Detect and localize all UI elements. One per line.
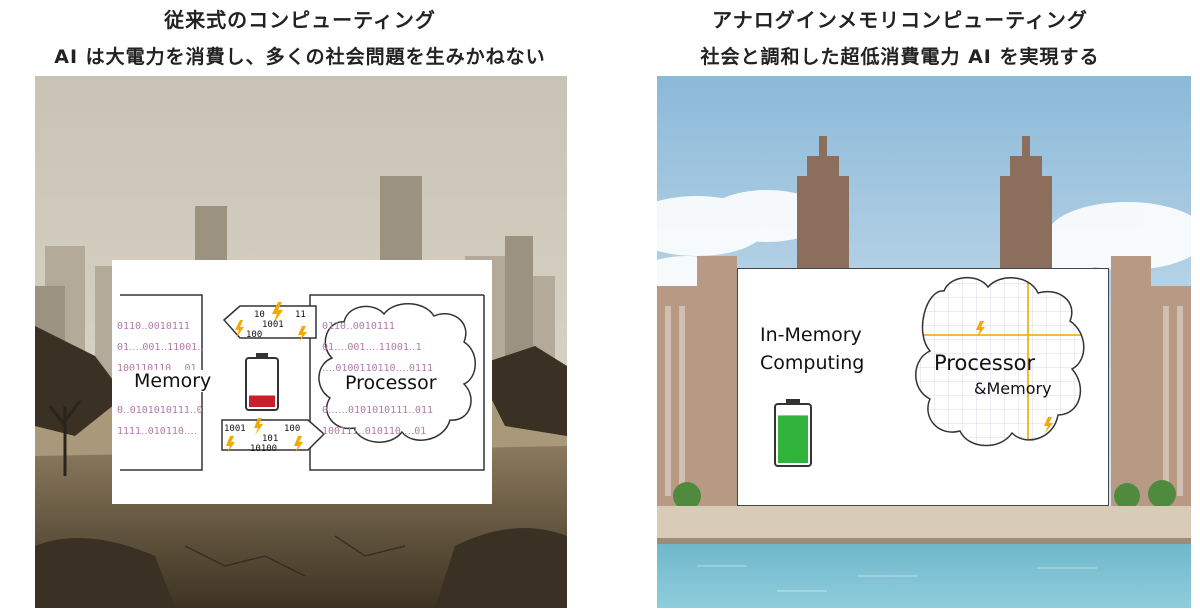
packet-bits: 11 [295,310,306,320]
battery-level-fill [249,395,275,407]
left-heading-line2: AI は大電力を消費し、多くの社会問題を生みかねない [54,46,546,68]
left-heading-line1: 従来式のコンピューティング [164,8,436,32]
lightning-icons [976,321,1053,433]
battery-icon [245,353,279,411]
packet-bits: 1001 [224,424,246,434]
packet-bits: 10 [254,310,265,320]
battery-level-fill [778,415,808,463]
lightning-icon [294,436,303,453]
battery-icon [774,399,812,467]
lightning-icon [976,321,985,337]
memory-label: Memory [132,370,214,392]
in-memory-computing-title: In-Memory Computing [760,321,864,377]
packet-bits: 1001 [262,320,284,330]
conventional-computing-illustration: 0110‥0010111 01‥‥001‥11001‥ 100110110‥‥0… [35,76,567,608]
conventional-diagram-lines [120,294,485,471]
in-memory-architecture-diagram: In-Memory Computing Processor &Memory [737,268,1109,506]
processor-bit-pattern: 0110‥0010111 01‥‥001‥‥11001‥1 ‥‥01001101… [322,321,433,448]
lightning-icon [1044,417,1053,433]
in-memory-diagram-lines [774,277,1085,467]
processor-label: Processor [934,351,1036,375]
title-line1: In-Memory [760,324,862,346]
right-heading-line2: 社会と調和した超低消費電力 AI を実現する [700,46,1100,68]
processor-cloud-outline [318,303,476,443]
lightning-icon [272,302,283,324]
right-heading-line1: アナログインメモリコンピューティング [712,8,1088,32]
memory-label: &Memory [974,379,1052,398]
processor-label: Processor [345,372,437,394]
packet-bits: 101 [262,434,279,444]
packet-bits: 10100 [250,444,278,454]
processor-block-outline [309,294,485,471]
in-memory-computing-illustration: In-Memory Computing Processor &Memory [657,76,1191,608]
lightning-icon [254,418,263,435]
packet-bits: 100 [284,424,301,434]
processor-memory-cloud-outline [915,277,1085,447]
lightning-icon [298,326,307,342]
lightning-icon [235,320,244,338]
packet-bits: 100 [246,330,263,340]
lightning-icons [226,302,307,453]
lightning-icon [226,436,235,453]
conventional-architecture-diagram: 0110‥0010111 01‥‥001‥11001‥ 100110110‥‥0… [112,260,492,504]
memory-bit-pattern: 0110‥0010111 01‥‥001‥11001‥ 100110110‥‥0… [117,321,204,448]
title-line2: Computing [760,352,865,374]
